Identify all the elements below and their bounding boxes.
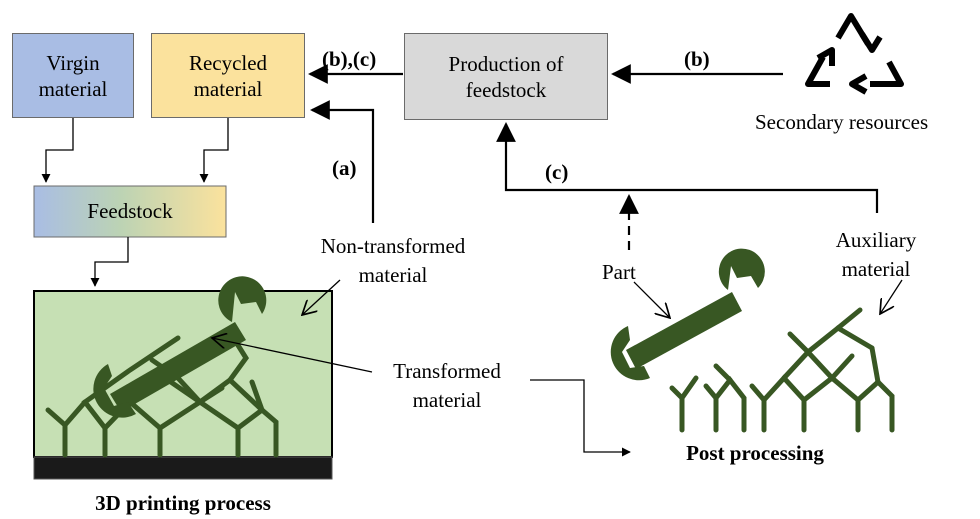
- non-transformed-pointer: [302, 279, 341, 315]
- transformed-to-post-processing-arrow: [530, 379, 631, 457]
- part-pointer: [633, 281, 670, 318]
- auxiliary-label-2: material: [841, 257, 911, 281]
- virgin-material-box: Virgin material: [12, 33, 134, 118]
- production-of-feedstock-box: Production of feedstock: [404, 33, 608, 120]
- part-label: Part: [602, 260, 636, 284]
- printing-process-title: 3D printing process: [95, 491, 271, 515]
- recycled-material-box: Recycled material: [151, 33, 305, 118]
- non-transformed-label-1: Non-transformed: [320, 234, 466, 258]
- auxiliary-lattice: [669, 307, 895, 433]
- secondary-resources-label: Secondary resources: [755, 110, 929, 134]
- virgin-material-line2: material: [38, 76, 108, 101]
- production-line1: Production of: [448, 51, 564, 76]
- feedstock-box: [33, 185, 227, 238]
- transformed-label-1: Transformed: [393, 359, 501, 383]
- virgin-to-feedstock-arrow: [41, 118, 74, 183]
- production-line2: feedstock: [465, 77, 547, 102]
- virgin-material-line1: Virgin: [46, 50, 100, 75]
- label-bc: (b),(c): [322, 47, 377, 71]
- label-c: (c): [545, 160, 569, 184]
- build-plate: [33, 456, 333, 480]
- feedstock-to-printer-arrow: [90, 237, 129, 287]
- auxiliary-pointer: [880, 279, 903, 314]
- part-wrench: [610, 248, 765, 381]
- recycled-material-line2: material: [193, 76, 263, 101]
- transformed-pointer: [212, 338, 373, 373]
- recycled-to-feedstock-arrow: [199, 118, 229, 183]
- label-a: (a): [332, 156, 357, 180]
- recycle-icon: [805, 13, 904, 95]
- label-b: (b): [684, 47, 710, 71]
- transformed-label-2: material: [412, 388, 482, 412]
- auxiliary-label-1: Auxiliary: [835, 228, 917, 252]
- recycled-material-line1: Recycled: [188, 50, 268, 75]
- non-transformed-to-recycled-arrow: [310, 100, 375, 223]
- feedstock-label: Feedstock: [87, 199, 173, 223]
- non-transformed-label-2: material: [358, 263, 428, 287]
- post-processing-title: Post processing: [686, 441, 824, 465]
- post-processing-to-production-arrow: [496, 122, 879, 213]
